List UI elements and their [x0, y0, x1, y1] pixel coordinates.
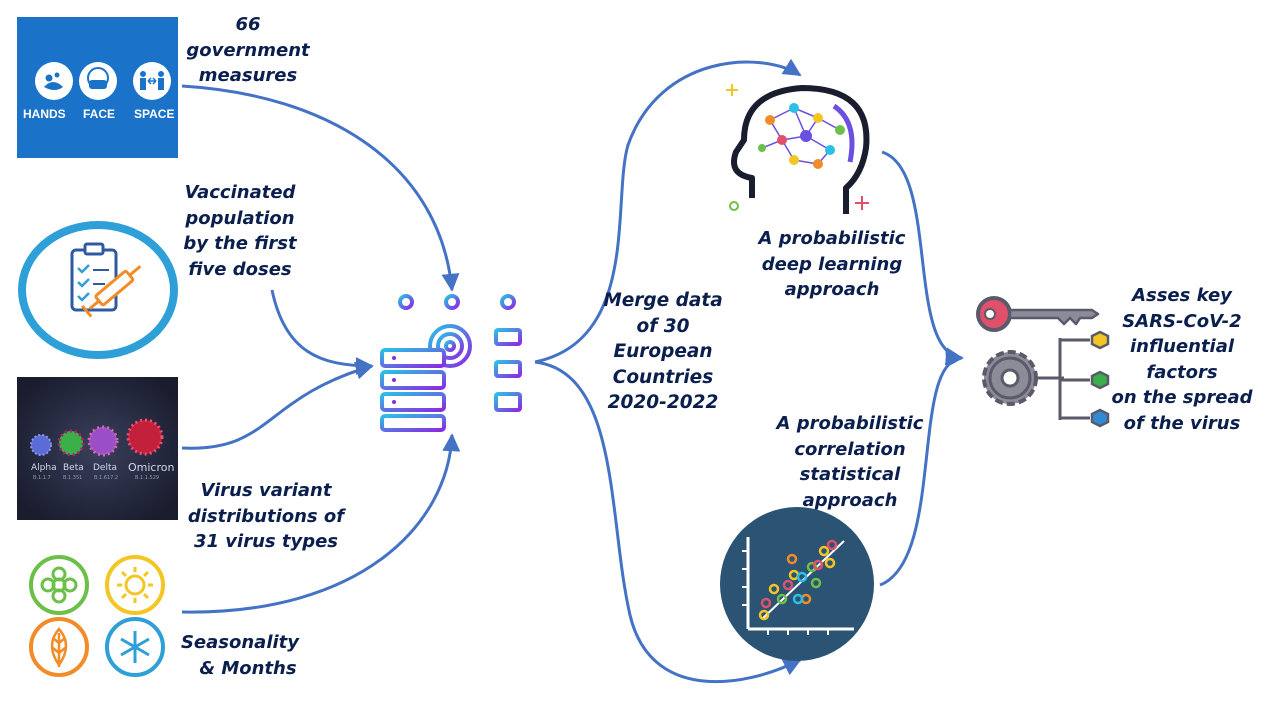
vaccination-clipboard-icon	[18, 221, 178, 359]
space-label: SPACE	[134, 107, 175, 121]
omicron-code: B.1.1.529	[135, 475, 160, 481]
winter-icon	[105, 617, 165, 677]
face-label: FACE	[83, 107, 116, 121]
brain-network-icon	[726, 84, 870, 214]
seasonality-label: Seasonality& Months	[180, 632, 300, 679]
hands-icon	[35, 62, 73, 100]
arrow-measures-to-merge	[181, 84, 460, 292]
omicron-label: Omicron	[128, 461, 175, 474]
arrow-merge-to-stat	[534, 360, 802, 684]
sparkle-icon	[726, 84, 738, 96]
delta-code: B.1.617.2	[94, 475, 119, 481]
virus-variants-image: Alpha Beta Delta Omicron B.1.1.7 B.1.351…	[17, 377, 178, 520]
alpha-virus-icon	[30, 434, 52, 456]
arrow-vaccinated-to-merge	[270, 289, 374, 375]
hands-label: HANDS	[23, 107, 66, 121]
alpha-code: B.1.1.7	[33, 475, 51, 481]
arrow-merge-to-deep	[534, 58, 802, 364]
summer-icon	[105, 555, 165, 615]
beta-code: B.1.351	[63, 475, 83, 481]
hands-face-space-panel: HANDS FACE SPACE	[17, 17, 178, 158]
beta-label: Beta	[63, 463, 84, 473]
arrow-variants-to-merge	[181, 361, 374, 450]
key-factors-icon	[976, 296, 1110, 428]
factor-hexagons	[1090, 330, 1110, 428]
beta-virus-icon	[57, 429, 85, 457]
spring-icon	[29, 555, 89, 615]
arrow-stat-to-output	[879, 349, 964, 587]
seasons-icons	[29, 555, 165, 677]
delta-label: Delta	[93, 463, 118, 473]
gear-icon	[982, 350, 1038, 406]
syringe-icon	[81, 265, 142, 318]
delta-virus-icon	[87, 425, 119, 457]
arrow-deep-to-output	[881, 150, 964, 366]
alpha-label: Alpha	[31, 463, 57, 473]
correlation-scatter-icon	[720, 507, 874, 661]
arrow-seasonality-to-merge	[181, 433, 461, 614]
autumn-icon	[29, 617, 89, 677]
key-icon	[976, 296, 1100, 332]
omicron-virus-icon	[126, 418, 164, 456]
data-merge-icon	[380, 294, 522, 432]
